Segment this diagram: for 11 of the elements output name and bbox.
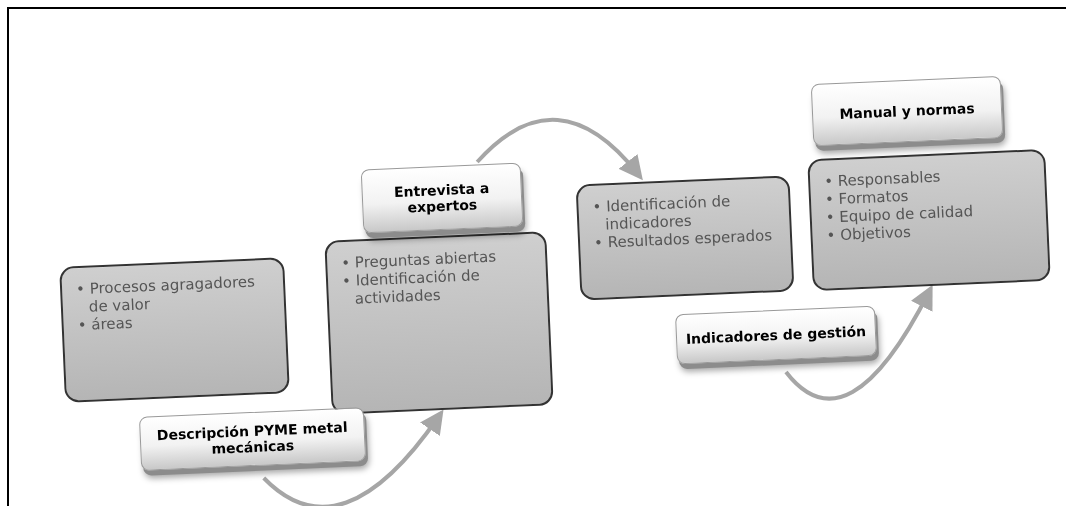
step-title: Manual y normas — [839, 100, 975, 122]
step-title: Entrevista a expertos — [392, 178, 491, 218]
curved-arrow — [262, 409, 444, 506]
step-title: Indicadores de gestión — [685, 323, 867, 347]
step-title: Descripción PYME metal mecánicas — [155, 418, 349, 459]
bullet-item: • Responsables — [823, 166, 942, 191]
curved-arrow — [475, 118, 644, 181]
label-block — [810, 75, 1004, 147]
curved-arrow — [784, 284, 933, 401]
content-panel — [807, 148, 1051, 292]
bullet-item: • Identificación de indicadores — [592, 191, 731, 234]
